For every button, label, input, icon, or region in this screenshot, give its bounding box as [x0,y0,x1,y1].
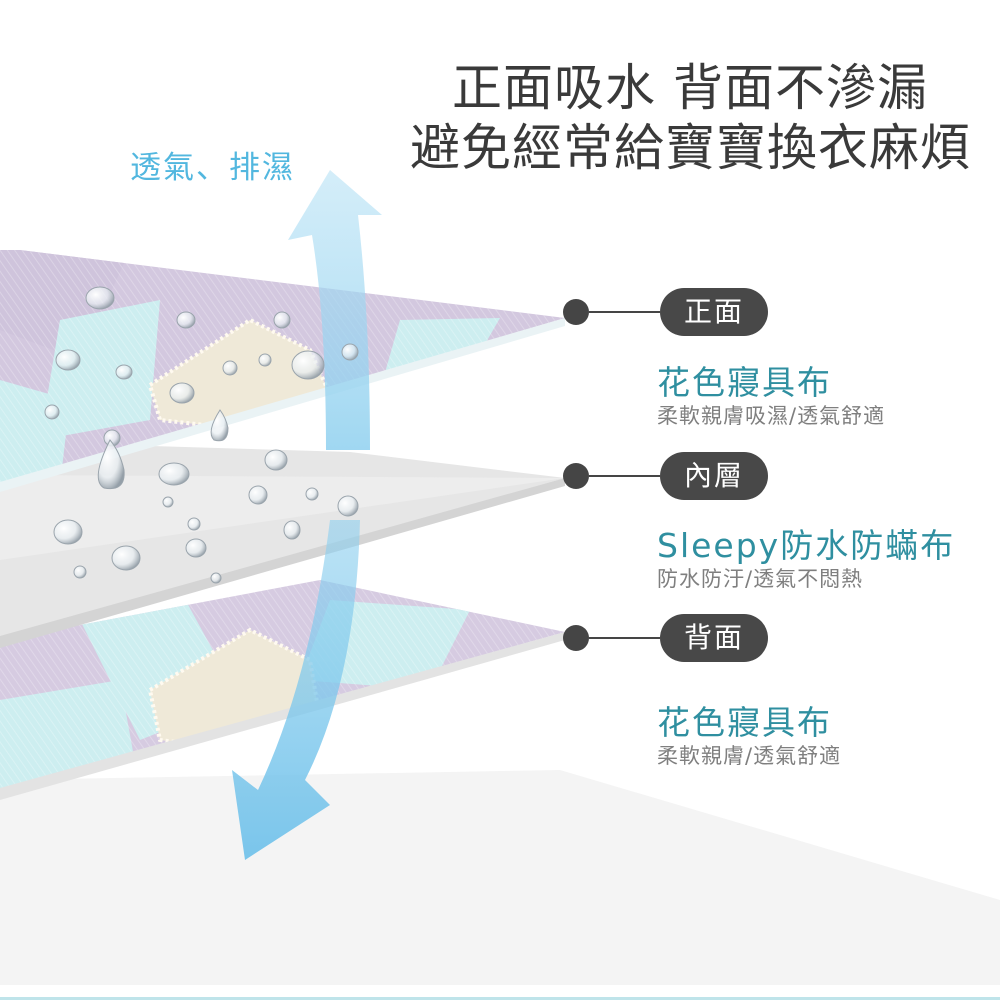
connector-back [563,625,660,651]
breathable-label: 透氣、排濕 [130,150,295,186]
headline: 正面吸水 背面不滲漏 避免經常給寶寶換衣麻煩 [410,58,970,178]
badge-back: 背面 [660,614,768,662]
connector-front [563,299,660,325]
floor-shadow [0,770,1000,985]
inner-waterproof-layer [0,442,565,648]
water-droplets [44,286,359,584]
front-layer-desc: 柔軟親膚吸濕/透氣舒適 [657,404,886,428]
inner-layer-title: Sleepy防水防蟎布 [657,526,956,565]
headline-line-1: 正面吸水 背面不滲漏 [452,59,928,117]
moisture-down-arrow [232,520,360,860]
inner-layer-desc: 防水防汙/透氣不悶熱 [657,567,864,591]
badge-front: 正面 [660,288,768,336]
headline-line-2: 避免經常給寶寶換衣麻煩 [410,119,971,177]
badge-inner: 內層 [660,452,768,500]
connector-inner [563,463,660,489]
bottom-divider [0,997,1000,1000]
back-layer-desc: 柔軟親膚/透氣舒適 [657,744,842,768]
back-layer-title: 花色寢具布 [657,703,832,742]
moisture-up-arrow [288,170,382,450]
front-layer-title: 花色寢具布 [657,363,832,402]
